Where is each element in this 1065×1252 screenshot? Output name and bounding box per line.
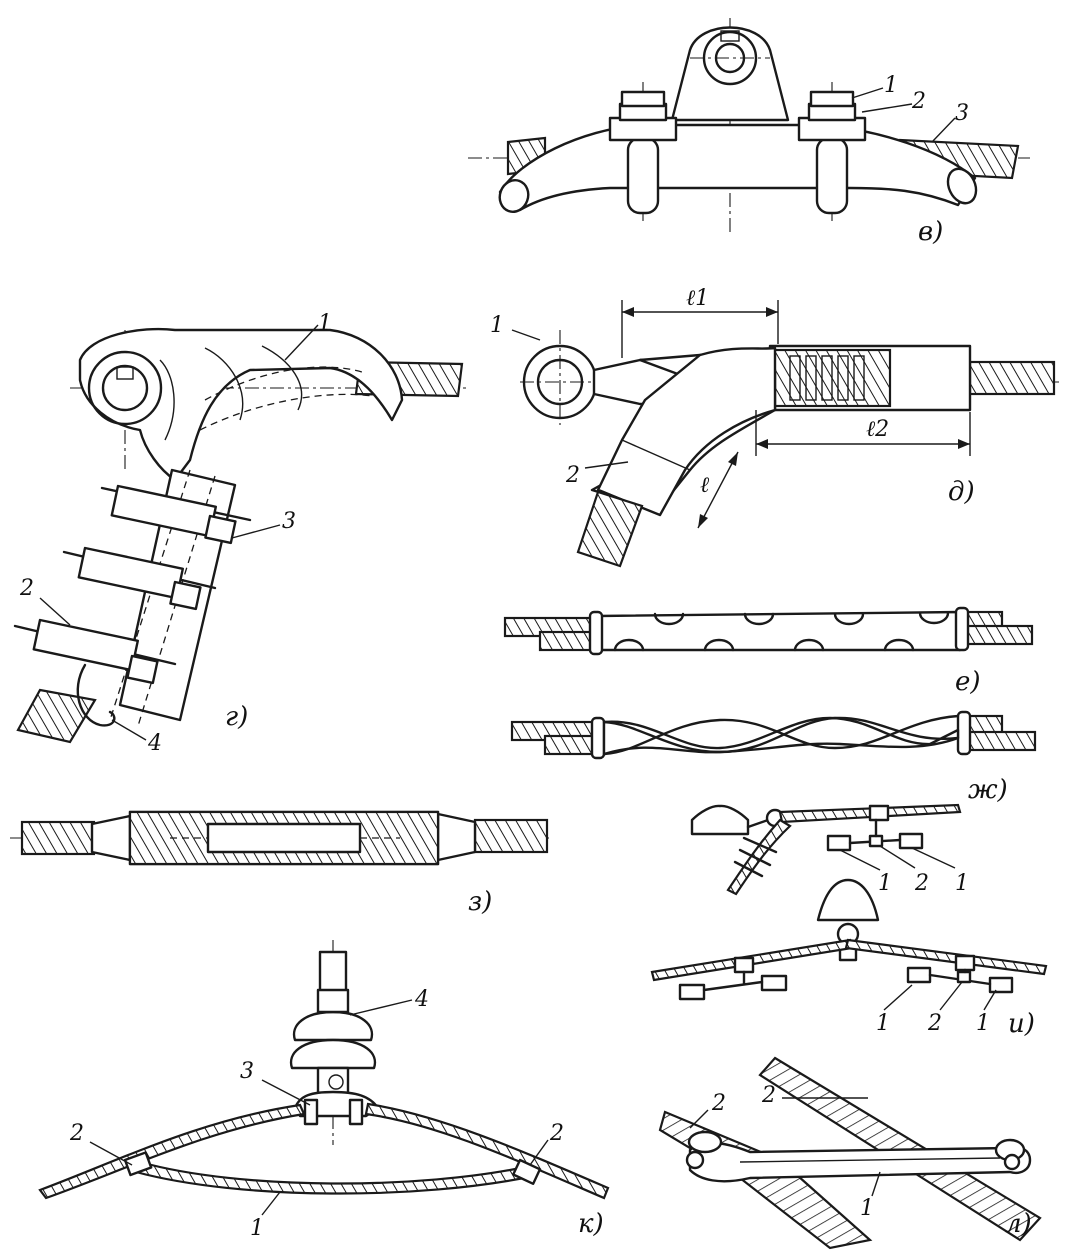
panel-d-callout-1: 1	[490, 313, 504, 338]
panel-e-caption: е)	[955, 667, 981, 697]
panel-g-caption: г)	[225, 702, 248, 732]
panel-z-caption: з)	[468, 887, 492, 917]
panel-l-callout-1: 1	[860, 1196, 874, 1221]
panel-v-callout-2: 2	[911, 89, 926, 114]
panel-v-caption: в)	[918, 217, 943, 247]
panel-i-caption: и)	[1008, 1009, 1035, 1039]
panel-v-callout-3: 3	[955, 101, 969, 126]
panel-zh-twisted-oval-connector: ж)	[510, 710, 1037, 805]
panel-g-callout-4: 4	[147, 731, 162, 756]
panel-g-callout-1: 1	[318, 311, 332, 336]
panel-d-dim-l2: ℓ2	[866, 417, 889, 442]
panel-i-vibration-dampers: 1 2 1 1 2 1 и)	[650, 803, 1048, 1039]
panel-l-callout-2-left: 2	[711, 1091, 726, 1116]
panel-k-callout-4: 4	[414, 987, 429, 1012]
panel-d-dim-l: ℓ	[700, 473, 710, 498]
panel-l-callout-2-top: 2	[761, 1083, 776, 1108]
panel-z-compression-joint: з)	[10, 810, 550, 917]
panel-i-callout-2a: 2	[914, 871, 929, 896]
panel-k-callout-2-right: 2	[549, 1121, 564, 1146]
panel-i-callout-2b: 2	[927, 1011, 942, 1036]
panel-k-caption: к)	[578, 1209, 604, 1239]
panel-g-callout-2: 2	[19, 576, 34, 601]
panel-l-spacer: 2 2 1 л)	[658, 1056, 1042, 1250]
panel-v-suspension-clamp: 1 2 3 в)	[468, 18, 1030, 247]
panel-k-callout-2-left: 2	[69, 1121, 84, 1146]
panel-zh-caption: ж)	[968, 775, 1008, 805]
panel-k-callout-1: 1	[250, 1216, 264, 1241]
panel-i-callout-1a: 1	[878, 871, 892, 896]
panel-v-callout-1: 1	[884, 73, 898, 98]
panel-i-callout-1d: 1	[976, 1011, 990, 1036]
panel-d-dim-l1: ℓ1	[686, 286, 709, 311]
panel-e-crimped-oval-connector: е)	[503, 606, 1034, 697]
panel-g-callout-3: 3	[282, 509, 296, 534]
panel-i-callout-1b: 1	[955, 871, 969, 896]
panel-g-bolted-strain-clamp: 1 2 3 4 г)	[13, 311, 470, 756]
panel-k-callout-3: 3	[240, 1059, 254, 1084]
panel-l-caption: л)	[1005, 1209, 1032, 1239]
panel-i-callout-1c: 1	[876, 1011, 890, 1036]
panel-d-caption: д)	[948, 477, 975, 507]
panel-k-insulator-with-loop: 4 3 2 2 1 к)	[38, 940, 610, 1241]
panel-d-pressed-strain-clamp: 1 2 ℓ1 ℓ2 ℓ д)	[490, 286, 1060, 568]
panel-d-callout-2: 2	[565, 463, 580, 488]
